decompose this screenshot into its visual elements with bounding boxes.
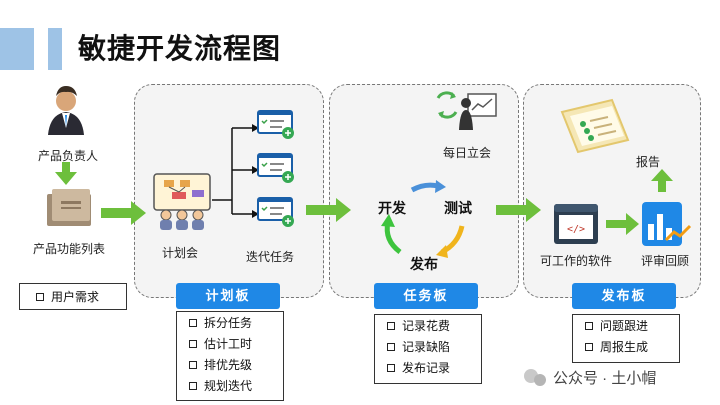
- page-title: 敏捷开发流程图: [78, 33, 282, 64]
- list-item-text: 拆分任务: [204, 316, 253, 330]
- code-window-icon: </>: [554, 204, 598, 244]
- list-item: 发布记录: [375, 357, 481, 378]
- working-software-label: 可工作的软件: [540, 254, 613, 268]
- list-item: 用户需求: [20, 284, 126, 309]
- list-item-text: 记录缺陷: [402, 340, 451, 354]
- list-item: 记录花费: [375, 315, 481, 336]
- list-item-text: 排优先级: [204, 358, 253, 372]
- user-needs-text: 用户需求: [51, 290, 100, 304]
- release-board-tab[interactable]: 发布板: [572, 283, 676, 309]
- task-card-icon: [257, 110, 294, 139]
- cycle-arrow-blue: [410, 182, 439, 193]
- release-list: 问题跟进 周报生成: [572, 314, 680, 363]
- user-needs-box: 用户需求: [19, 283, 127, 310]
- list-item-text: 规划迭代: [204, 379, 253, 393]
- task-board-tab[interactable]: 任务板: [374, 283, 478, 309]
- standup-icon: [436, 91, 497, 130]
- watermark: 公众号 · 土小帽: [553, 370, 657, 387]
- arrow-to-release: [496, 198, 541, 222]
- report-label: 报告: [636, 155, 661, 169]
- folder-icon: [47, 189, 91, 226]
- cycle-test-label: 测试: [444, 200, 472, 216]
- list-item: 周报生成: [573, 336, 679, 357]
- planning-meeting-label: 计划会: [162, 246, 199, 260]
- review-label: 评审回顾: [641, 254, 690, 268]
- arrow-to-review: [606, 213, 639, 235]
- list-item: 拆分任务: [177, 312, 283, 333]
- wechat-icon: [524, 369, 546, 386]
- list-item-text: 发布记录: [402, 361, 451, 375]
- down-arrow: [55, 162, 77, 185]
- list-item: 规划迭代: [177, 375, 283, 396]
- list-item-text: 记录花费: [402, 319, 451, 333]
- planning-board-tab[interactable]: 计划板: [176, 283, 280, 309]
- feature-list-label: 产品功能列表: [33, 242, 106, 256]
- daily-standup-label: 每日立会: [443, 146, 492, 160]
- list-item-text: 周报生成: [600, 340, 649, 354]
- cycle-develop-label: 开发: [378, 200, 406, 216]
- task-card-icon: [257, 153, 294, 183]
- iteration-tasks-label: 迭代任务: [246, 250, 295, 264]
- arrow-to-tasks: [306, 198, 351, 222]
- list-item: 记录缺陷: [375, 336, 481, 357]
- planning-list: 拆分任务 估计工时 排优先级 规划迭代: [176, 311, 284, 401]
- branch-lines: [212, 127, 252, 215]
- task-card-icon: [257, 197, 294, 227]
- list-item-text: 问题跟进: [600, 319, 649, 333]
- task-list: 记录花费 记录缺陷 发布记录: [374, 314, 482, 384]
- arrow-to-planning: [101, 201, 146, 225]
- tasks-panel: [329, 84, 519, 298]
- list-item: 排优先级: [177, 354, 283, 375]
- chart-review-icon: [642, 202, 692, 246]
- list-item: 问题跟进: [573, 315, 679, 336]
- report-icon: [560, 98, 630, 154]
- list-item-text: 估计工时: [204, 337, 253, 351]
- person-icon: [48, 86, 84, 135]
- product-owner-label: 产品负责人: [38, 149, 99, 163]
- cycle-release-label: 发布: [410, 256, 438, 272]
- svg-text:</>: </>: [567, 224, 585, 235]
- meeting-icon: [153, 173, 211, 230]
- list-item: 估计工时: [177, 333, 283, 354]
- title-accent-bar: [0, 28, 34, 70]
- up-arrow: [651, 169, 673, 192]
- title-accent-bar-small: [48, 28, 62, 70]
